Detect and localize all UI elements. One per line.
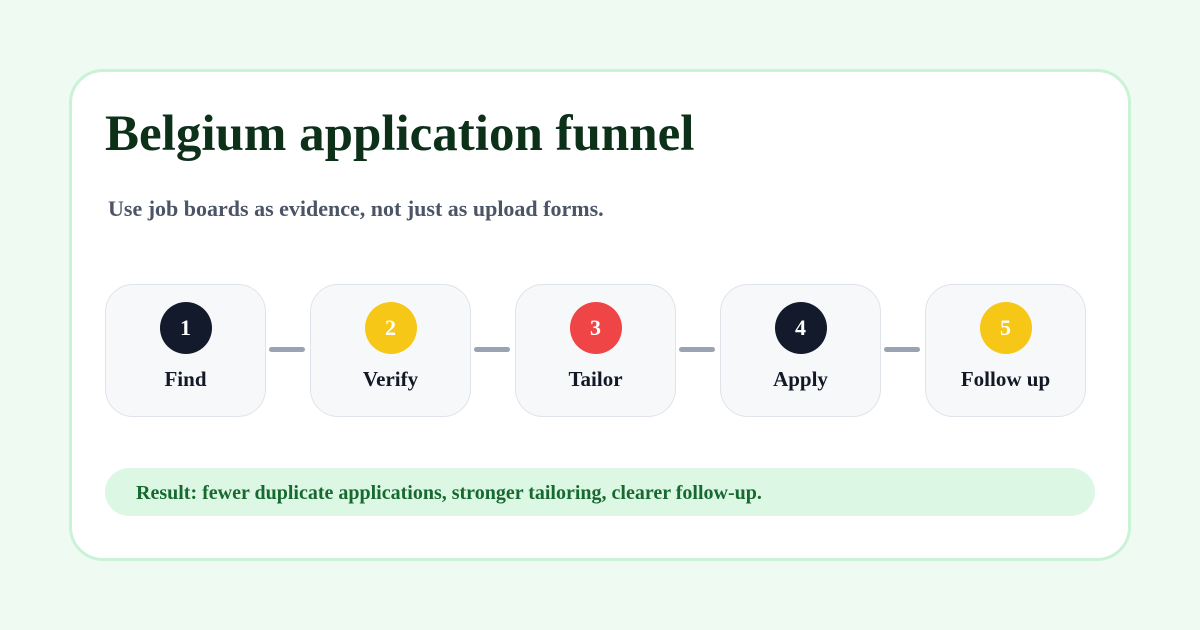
result-banner: Result: fewer duplicate applications, st… — [105, 468, 1095, 516]
step-verify: 2 Verify — [310, 284, 471, 417]
step-number-badge: 2 — [364, 302, 417, 354]
step-number-badge: 1 — [159, 302, 212, 354]
step-label: Apply — [773, 367, 828, 391]
step-number-badge: 4 — [774, 302, 827, 354]
page-subtitle: Use job boards as evidence, not just as … — [108, 196, 604, 221]
step-label: Tailor — [568, 367, 623, 391]
step-connector — [884, 347, 920, 352]
step-tailor: 3 Tailor — [515, 284, 676, 417]
step-number-badge: 5 — [979, 302, 1032, 354]
step-find: 1 Find — [105, 284, 266, 417]
step-label: Follow up — [960, 367, 1051, 391]
step-number-badge: 3 — [569, 302, 622, 354]
step-connector — [269, 347, 305, 352]
step-follow-up: 5 Follow up — [925, 284, 1086, 417]
step-label: Verify — [362, 367, 419, 391]
step-connector — [474, 347, 510, 352]
step-apply: 4 Apply — [720, 284, 881, 417]
step-connector — [679, 347, 715, 352]
page-title: Belgium application funnel — [105, 106, 695, 162]
result-text: Result: fewer duplicate applications, st… — [136, 482, 762, 504]
step-label: Find — [164, 367, 207, 391]
